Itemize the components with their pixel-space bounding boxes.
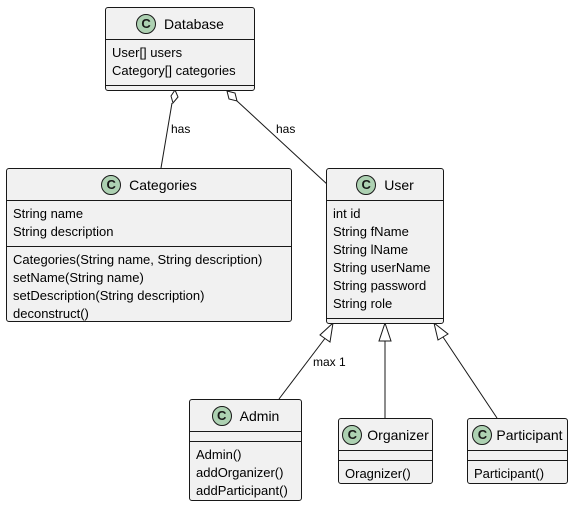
class-methods — [327, 318, 443, 328]
class-fields: User[] users Category[] categories — [106, 39, 254, 85]
class-badge: C — [136, 13, 157, 34]
relation-label: has — [276, 122, 295, 136]
class-methods: Participant() — [468, 460, 567, 488]
class-field: int id — [333, 206, 361, 221]
relation-label: max 1 — [313, 355, 346, 369]
class-method: Participant() — [474, 466, 545, 481]
class-user: C User int id String fName String lName … — [326, 168, 444, 324]
class-field: String name — [13, 206, 84, 221]
class-method: addParticipant() — [196, 483, 288, 498]
class-header: C Database — [106, 8, 254, 39]
class-field: String userName — [333, 260, 431, 275]
relation-admin-user: max 1 — [278, 321, 346, 400]
class-field: String role — [333, 296, 393, 311]
class-fields — [339, 450, 432, 460]
inheritance-arrowhead — [319, 321, 334, 343]
class-badge: C — [101, 174, 122, 195]
relation-db-categories: has — [160, 88, 190, 169]
inheritance-arrowhead — [378, 321, 392, 342]
class-name: User — [384, 176, 414, 193]
class-name: Categories — [129, 176, 197, 193]
class-name: Admin — [239, 407, 280, 424]
relation-organizer-user — [378, 321, 392, 418]
class-header: C User — [327, 169, 443, 200]
class-badge: C — [211, 405, 232, 426]
aggregation-diamond — [170, 88, 179, 105]
class-header: C Organizer — [339, 419, 432, 450]
class-fields: int id String fName String lName String … — [327, 200, 443, 318]
class-name: Database — [164, 15, 224, 32]
class-method: setName(String name) — [13, 270, 144, 285]
class-field: User[] users — [112, 45, 183, 60]
class-method: deconstruct() — [13, 306, 89, 321]
class-header: C Admin — [190, 400, 301, 431]
class-field: Category[] categories — [112, 63, 236, 78]
class-methods: Admin() addOrganizer() addParticipant() — [190, 441, 301, 505]
class-field: String lName — [333, 242, 409, 257]
class-field: String description — [13, 224, 114, 239]
class-name: Participant — [496, 426, 563, 443]
class-organizer: C Organizer Oragnizer() — [338, 418, 433, 484]
class-method: Categories(String name, String descripti… — [13, 252, 263, 267]
class-methods — [106, 85, 254, 95]
class-badge: C — [342, 424, 363, 445]
class-database: C Database User[] users Category[] categ… — [105, 7, 255, 91]
class-participant: C Participant Participant() — [467, 418, 568, 484]
aggregation-diamond — [226, 90, 238, 102]
inheritance-arrowhead — [433, 321, 449, 341]
class-field: String password — [333, 278, 427, 293]
class-method: setDescription(String description) — [13, 288, 205, 303]
class-field: String fName — [333, 224, 409, 239]
class-categories: C Categories String name String descript… — [6, 168, 292, 322]
relation-label: has — [171, 122, 190, 136]
relation-participant-user — [433, 321, 498, 419]
class-fields — [190, 431, 301, 441]
class-fields: String name String description — [7, 200, 291, 246]
class-name: Organizer — [367, 426, 429, 443]
class-method: addOrganizer() — [196, 465, 284, 480]
relation-db-user: has — [226, 90, 329, 186]
class-header: C Participant — [468, 419, 567, 450]
class-badge: C — [356, 174, 377, 195]
class-method: Admin() — [196, 447, 242, 462]
class-header: C Categories — [7, 169, 291, 200]
class-method: Oragnizer() — [345, 466, 411, 481]
class-methods: Oragnizer() — [339, 460, 432, 488]
class-methods: Categories(String name, String descripti… — [7, 246, 291, 328]
class-admin: C Admin Admin() addOrganizer() addPartic… — [189, 399, 302, 501]
class-badge: C — [472, 424, 493, 445]
class-fields — [468, 450, 567, 460]
